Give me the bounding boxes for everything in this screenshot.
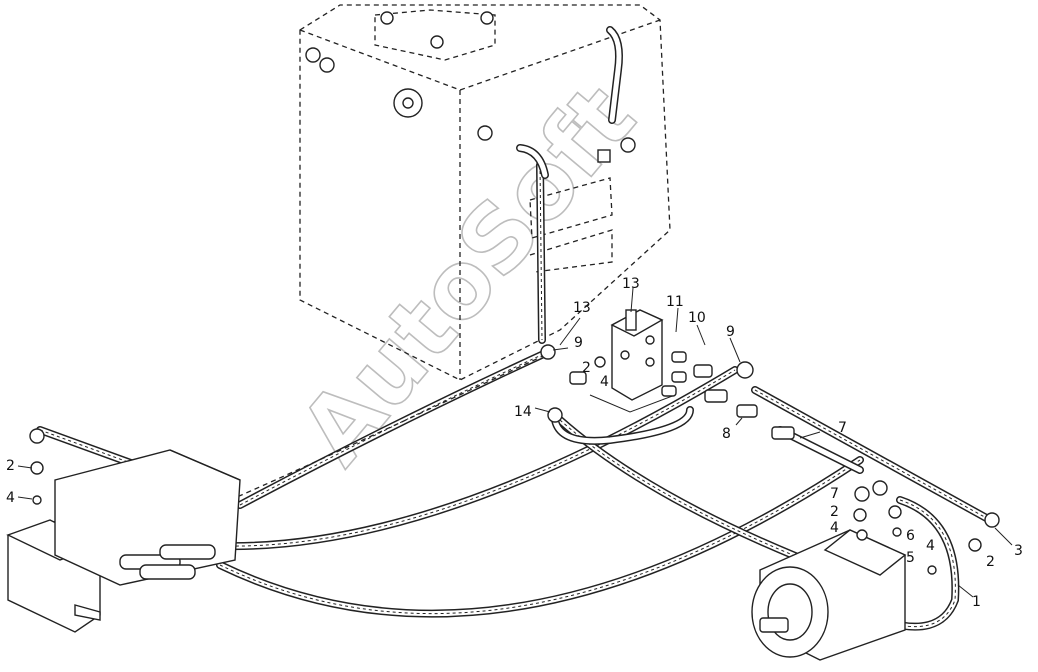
callout-11: 11	[666, 294, 684, 310]
callout-6: 6	[906, 528, 915, 544]
callout-2-left: 2	[6, 458, 15, 474]
callout-3: 3	[1014, 543, 1023, 559]
callout-2-right: 2	[986, 554, 995, 570]
hydraulic-pump	[751, 529, 907, 661]
callout-2-pump: 2	[830, 504, 839, 520]
callout-4-right: 4	[926, 538, 935, 554]
callout-4-pump: 4	[830, 520, 839, 536]
callout-9-left: 9	[574, 335, 583, 351]
callout-7-lower: 7	[830, 486, 839, 502]
callout-7-upper: 7	[838, 420, 847, 436]
callout-13: 13	[573, 300, 591, 316]
watermark-text: AutoSoft	[280, 65, 656, 484]
callout-labels: 13 13 11 10 9 9 2 4 14 8 7 7 2 4 6 5 4 2…	[6, 276, 1023, 610]
callout-10: 10	[688, 310, 706, 326]
callout-4-center: 4	[600, 374, 609, 390]
callout-9-right: 9	[726, 324, 735, 340]
callout-14: 14	[514, 404, 532, 420]
callout-8: 8	[722, 426, 731, 442]
callout-4-left: 4	[6, 490, 15, 506]
callout-1: 1	[972, 594, 981, 610]
callout-2-center: 2	[582, 360, 591, 376]
callout-12: 13	[622, 276, 640, 292]
leader-lines	[17, 287, 1013, 598]
hose-lines	[36, 161, 994, 631]
hydraulic-tank	[299, 4, 671, 381]
fittings	[516, 144, 1000, 575]
callout-5: 5	[906, 550, 915, 566]
control-valve-bank	[6, 428, 241, 633]
